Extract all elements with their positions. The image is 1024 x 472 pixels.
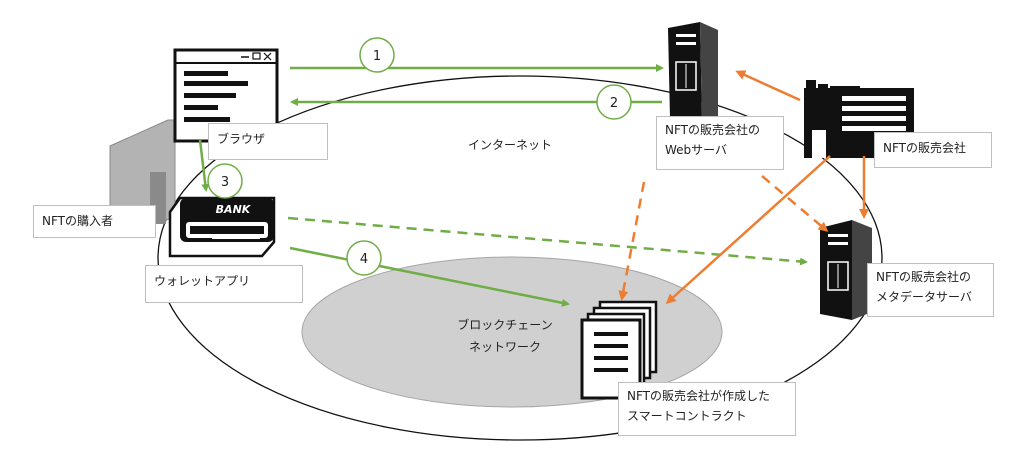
step-1-marker: 1 bbox=[359, 37, 395, 73]
web-server-label-line1: NFTの販売会社の bbox=[665, 123, 760, 137]
step-2-number: 2 bbox=[610, 96, 618, 111]
smart-contract-label-line1: NFTの販売会社が作成した bbox=[627, 389, 770, 403]
metadata-server-tower-icon bbox=[820, 220, 872, 320]
arrow-seller-to-webserver bbox=[735, 70, 801, 102]
metadata-server-label-line2: メタデータサーバ bbox=[876, 290, 972, 304]
server-tower-icon bbox=[668, 22, 718, 120]
bank-text: BANK bbox=[216, 203, 252, 216]
browser-label: ブラウザ bbox=[208, 123, 328, 160]
arrow-browser-to-wallet bbox=[198, 139, 210, 192]
seller-label: NFTの販売会社 bbox=[874, 132, 992, 168]
blockchain-label-line1: ブロックチェーン bbox=[457, 318, 553, 332]
step-2-marker: 2 bbox=[596, 84, 632, 120]
arrow-wallet-to-contract bbox=[289, 246, 570, 307]
wallet-label: ウォレットアプリ bbox=[145, 265, 303, 303]
step-4-marker: 4 bbox=[346, 240, 382, 276]
arrow-webserver-to-contract-dashed bbox=[618, 181, 646, 301]
step-1-number: 1 bbox=[373, 49, 381, 64]
internet-boundary bbox=[157, 75, 883, 441]
step-3-number: 3 bbox=[221, 175, 229, 190]
web-server-label-line2: Webサーバ bbox=[665, 143, 728, 157]
buyer-label: NFTの購入者 bbox=[33, 205, 156, 238]
step-4-number: 4 bbox=[360, 252, 368, 267]
internet-label: インターネット bbox=[467, 138, 552, 152]
blockchain-label-line2: ネットワーク bbox=[468, 340, 541, 354]
wallet-card-icon: BANK bbox=[168, 196, 276, 258]
web-server-label: NFTの販売会社の Webサーバ bbox=[656, 116, 784, 170]
smart-contract-label: NFTの販売会社が作成した スマートコントラクト bbox=[618, 382, 796, 436]
metadata-server-label-line1: NFTの販売会社の bbox=[876, 270, 971, 284]
step-3-marker: 3 bbox=[207, 163, 243, 199]
arrow-seller-to-contract bbox=[665, 155, 831, 305]
metadata-server-label: NFTの販売会社の メタデータサーバ bbox=[867, 263, 994, 317]
arrow-webserver-to-metadata-dashed bbox=[761, 175, 829, 232]
smart-contract-label-line2: スマートコントラクト bbox=[627, 409, 747, 423]
